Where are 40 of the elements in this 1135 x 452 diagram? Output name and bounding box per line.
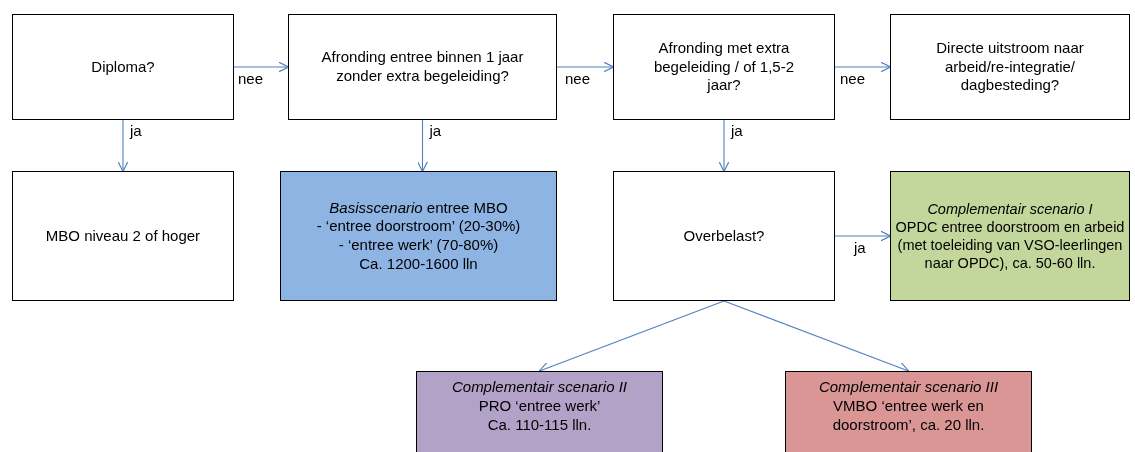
process-box xyxy=(12,14,234,120)
box-text: PRO ‘entree werk’ xyxy=(478,396,601,416)
edge-label: ja xyxy=(852,240,868,257)
arrow xyxy=(233,61,290,73)
edge-label: ja xyxy=(427,123,444,140)
box-text: VMBO ‘entree werk en doorstroom’, ca. 20 lln. xyxy=(831,396,986,435)
box-text: Ca. 1200-1600 lln xyxy=(359,254,478,274)
process-box xyxy=(12,171,234,301)
scenario-title: Complementair scenario I xyxy=(927,199,1093,218)
box-text: Basisscenario entree MBO xyxy=(329,198,508,218)
process-box xyxy=(613,171,835,301)
arrow xyxy=(416,119,429,173)
box-text: Afronding entree binnen 1 jaar zonder extra begeleiding? xyxy=(320,48,525,86)
box-text: Overbelast? xyxy=(683,226,765,246)
arrow xyxy=(538,300,725,373)
arrow xyxy=(718,119,730,173)
box-text: - ‘entree werk’ (70-80%) xyxy=(338,236,499,255)
scenario-title: Complementair scenario II xyxy=(451,378,628,397)
arrow xyxy=(117,119,129,173)
box-text: OPDC entree doorstroom en arbeid (met toeleiding van VSO-leerlingen naar OPDC), ca. 50-60 lln. xyxy=(894,217,1126,273)
process-box xyxy=(416,371,663,452)
box-text: - ‘entree doorstroom’ (20-30%) xyxy=(316,217,521,236)
arrow xyxy=(556,61,615,73)
process-box xyxy=(785,371,1032,452)
process-box xyxy=(280,171,557,301)
edge-label: ja xyxy=(128,123,144,140)
process-box xyxy=(613,14,835,120)
arrow xyxy=(723,300,910,373)
arrow xyxy=(834,61,892,73)
process-box xyxy=(890,171,1130,301)
box-text: Ca. 110-115 lln. xyxy=(487,415,592,435)
box-text: MBO niveau 2 of hoger xyxy=(45,226,201,246)
arrow xyxy=(834,230,892,242)
edge-label: ja xyxy=(729,123,745,140)
process-box xyxy=(288,14,557,120)
scenario-title: Complementair scenario III xyxy=(818,378,999,397)
box-text: Afronding met extra begeleiding / of 1,5-2 jaar? xyxy=(652,38,796,96)
box-text: Directe uitstroom naar arbeid/re-integratie/ dagbesteding? xyxy=(935,38,1085,96)
process-box xyxy=(890,14,1130,120)
box-text: Diploma? xyxy=(91,57,155,77)
